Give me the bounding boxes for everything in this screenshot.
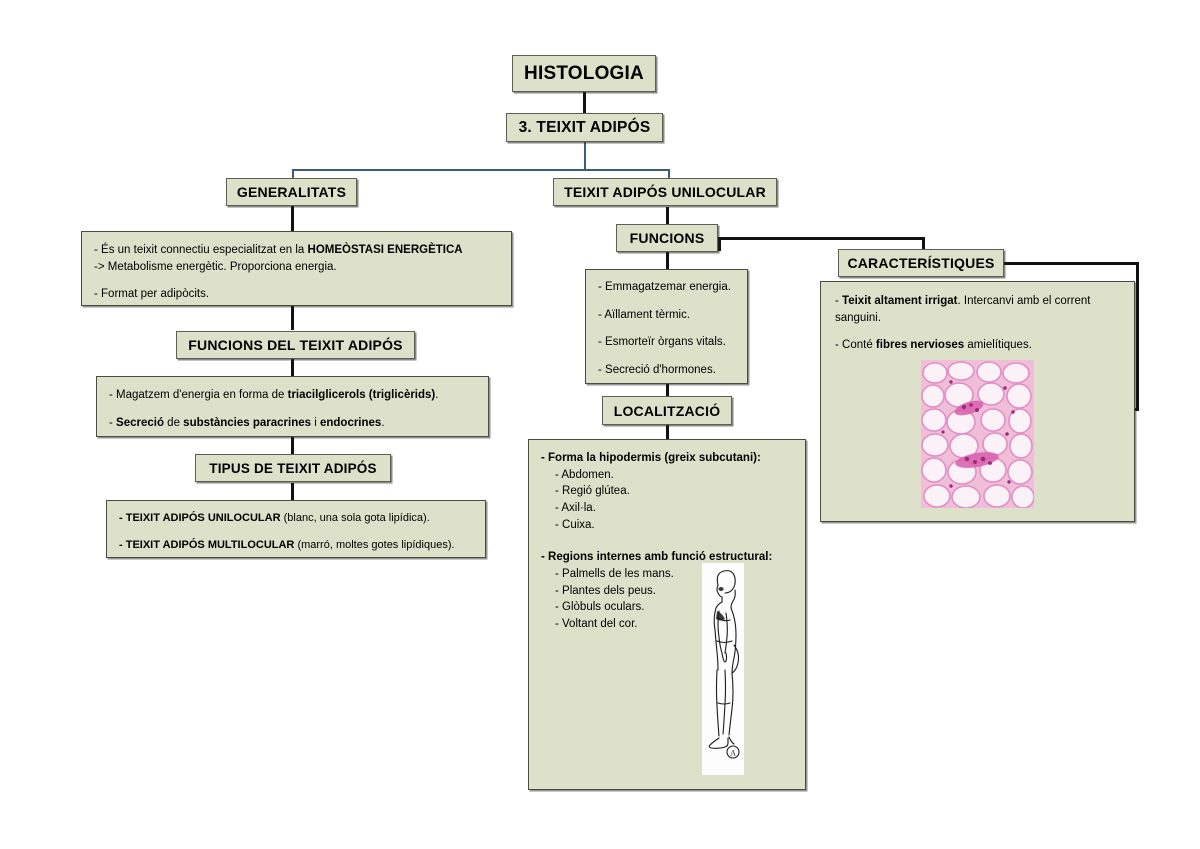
localitzacio-group2-title: - Regions internes amb funció estructura…: [541, 549, 793, 566]
connector-branch-right: [668, 169, 670, 180]
figure-caption-letter: A: [730, 749, 736, 758]
node-histologia-label: HISTOLOGIA: [524, 62, 644, 84]
content-funcions-list: - Emmagatzemar energia. - Aïllament tèrm…: [585, 269, 748, 384]
funcions-item-4: - Secreció d'hormones.: [598, 364, 716, 377]
content-funcions-teixit: - Magatzem d'energia en forma de triacil…: [96, 376, 489, 437]
connector-caracteristiques-right-h: [971, 262, 1139, 265]
tipus-line-2-bold: - TEIXIT ADIPÓS MULTILOCULAR: [119, 538, 295, 551]
localitzacio-group1-item-3: - Axil·la.: [555, 502, 596, 515]
node-generalitats-label: GENERALITATS: [236, 184, 347, 200]
connector-tipus-to-text3: [291, 483, 294, 500]
funcions-item-3: - Esmorteïr òrgans vitals.: [598, 336, 726, 349]
connector-funcions-to-caracteristiques-h: [718, 237, 925, 240]
connector-unilocular-to-funcions: [666, 207, 669, 225]
adipose-tissue-micrograph: [921, 360, 1034, 508]
node-funcions[interactable]: FUNCIONS: [616, 224, 718, 252]
content-generalitats: - És un teixit connectiu especialitzat e…: [81, 231, 512, 306]
localitzacio-group1-item-4: - Cuixa.: [555, 518, 595, 531]
node-generalitats[interactable]: GENERALITATS: [226, 178, 357, 206]
node-histologia[interactable]: HISTOLOGIA: [512, 55, 656, 92]
localitzacio-group1-title-text: - Forma la hipodermis (greix subcutani):: [541, 452, 761, 464]
connector-branch-bar: [292, 169, 669, 171]
content-localitzacio: - Forma la hipodermis (greix subcutani):…: [528, 439, 806, 790]
funcions-teixit-line-2-mid2: i: [311, 416, 320, 429]
generalitats-line-2: -> Metabolisme energètic. Proporciona en…: [94, 260, 337, 273]
caracteristiques-line-3: - Conté fibres nervioses amielítiques.: [835, 337, 1120, 354]
connector-branch-left: [292, 169, 294, 180]
connector-localitzacio-to-content: [666, 425, 669, 439]
generalitats-line-1-pre: - És un teixit connectiu especialitzat e…: [94, 244, 308, 256]
tipus-line-2-post: (marró, moltes gotes lipídiques).: [294, 538, 455, 551]
connector-funcions-elbow-stub: [718, 237, 721, 251]
tipus-line-2: - TEIXIT ADIPÓS MULTILOCULAR (marró, mol…: [119, 538, 473, 554]
human-body-profile-svg: A: [702, 563, 744, 775]
funcions-teixit-line-1-post: .: [435, 389, 439, 401]
funcions-teixit-line-2-bold2: substàncies paracrines: [183, 416, 312, 429]
content-tipus: - TEIXIT ADIPÓS UNILOCULAR (blanc, una s…: [106, 500, 486, 558]
localitzacio-group2-item-2: - Plantes dels peus.: [555, 584, 657, 597]
connector-funcions-to-caracteristiques-v: [922, 237, 925, 249]
connector-caracteristiques-right-v: [1136, 262, 1139, 410]
funcions-teixit-line-1-pre: - Magatzem d'energia en forma de: [109, 389, 288, 401]
caracteristiques-line-3-post: amielítiques.: [964, 339, 1032, 352]
node-funcions-teixit[interactable]: FUNCIONS DEL TEIXIT ADIPÓS: [176, 331, 415, 359]
connector-funcions-to-items: [666, 252, 669, 269]
localitzacio-group1-item-1: - Abdomen.: [555, 468, 614, 481]
funcions-item-2: - Aïllament tèrmic.: [598, 308, 691, 321]
caracteristiques-line-1-pre: -: [835, 295, 843, 307]
node-localitzacio-label: LOCALITZACIÓ: [613, 402, 721, 419]
funcions-teixit-line-2-post: .: [381, 416, 385, 429]
node-tipus-label: TIPUS DE TEIXIT ADIPÓS: [209, 460, 377, 476]
generalitats-line-1-bold: HOMEÒSTASI ENERGÈTICA: [307, 244, 463, 256]
connector-text2-to-tipus: [291, 437, 294, 454]
connector-subtitle-down: [584, 141, 586, 170]
generalitats-line-3: - Format per adipòcits.: [94, 288, 210, 301]
node-caracteristiques-label: CARACTERÍSTIQUES: [847, 255, 995, 271]
caracteristiques-line-1: - Teixit altament irrigat. Intercanvi am…: [835, 293, 1120, 310]
node-funcions-teixit-label: FUNCIONS DEL TEIXIT ADIPÓS: [188, 337, 403, 353]
caracteristiques-line-2: sanguini.: [835, 311, 882, 324]
node-teixit-adipos[interactable]: 3. TEIXIT ADIPÓS: [506, 113, 663, 142]
caracteristiques-line-1-post: . Intercanvi amb el corrent: [957, 295, 1091, 307]
localitzacio-group2-item-4: - Voltant del cor.: [555, 618, 638, 631]
node-localitzacio[interactable]: LOCALITZACIÓ: [602, 396, 732, 425]
localitzacio-group1-title: - Forma la hipodermis (greix subcutani):: [541, 450, 793, 467]
connector-items-to-localitzacio: [666, 384, 669, 396]
localitzacio-group2-item-1: - Palmells de les mans.: [555, 568, 674, 581]
generalitats-line-1: - És un teixit connectiu especialitzat e…: [94, 242, 499, 259]
caracteristiques-line-1-bold: Teixit altament irrigat: [842, 295, 958, 307]
caracteristiques-line-3-bold: fibres nervioses: [875, 339, 965, 352]
funcions-teixit-line-1-bold: triacilglicerols (triglicèrids): [287, 389, 436, 401]
localitzacio-group2-item-3: - Glòbuls oculars.: [555, 601, 645, 614]
tipus-line-1-post: (blanc, una sola gota lipídica).: [280, 512, 430, 524]
funcions-teixit-line-2-pre: -: [109, 416, 117, 429]
localitzacio-group2-title-text: - Regions internes amb funció estructura…: [541, 551, 773, 564]
connector-title-to-subtitle: [583, 91, 586, 114]
localitzacio-group1-item-2: - Regió glútea.: [555, 485, 630, 498]
node-funcions-label: FUNCIONS: [629, 230, 705, 246]
tipus-line-1-bold: - TEIXIT ADIPÓS UNILOCULAR: [119, 512, 281, 524]
node-tipus[interactable]: TIPUS DE TEIXIT ADIPÓS: [195, 454, 391, 482]
adipose-tissue-micrograph-svg: [921, 360, 1034, 508]
caracteristiques-line-3-pre: - Conté: [835, 339, 876, 352]
tipus-line-1: - TEIXIT ADIPÓS UNILOCULAR (blanc, una s…: [119, 511, 473, 527]
connector-funcions-to-text2: [291, 359, 294, 376]
funcions-teixit-line-2: - Secreció de substàncies paracrines i e…: [109, 415, 476, 432]
figure-caption-marker: A: [726, 745, 740, 759]
node-teixit-adipos-label: 3. TEIXIT ADIPÓS: [518, 118, 651, 136]
funcions-teixit-line-2-mid: de: [163, 416, 184, 429]
human-body-profile-figure: A: [702, 563, 744, 775]
funcions-teixit-line-1: - Magatzem d'energia en forma de triacil…: [109, 387, 476, 404]
funcions-teixit-line-2-bold3: endocrines: [319, 416, 382, 429]
funcions-item-1: - Emmagatzemar energia.: [598, 281, 731, 293]
node-unilocular-label: TEIXIT ADIPÓS UNILOCULAR: [564, 184, 766, 200]
connector-generalitats-to-text: [291, 205, 294, 231]
connector-text-to-funcions: [291, 306, 294, 330]
funcions-teixit-line-2-bold: Secreció: [116, 416, 164, 429]
node-caracteristiques[interactable]: CARACTERÍSTIQUES: [838, 249, 1004, 277]
node-unilocular[interactable]: TEIXIT ADIPÓS UNILOCULAR: [553, 178, 777, 206]
